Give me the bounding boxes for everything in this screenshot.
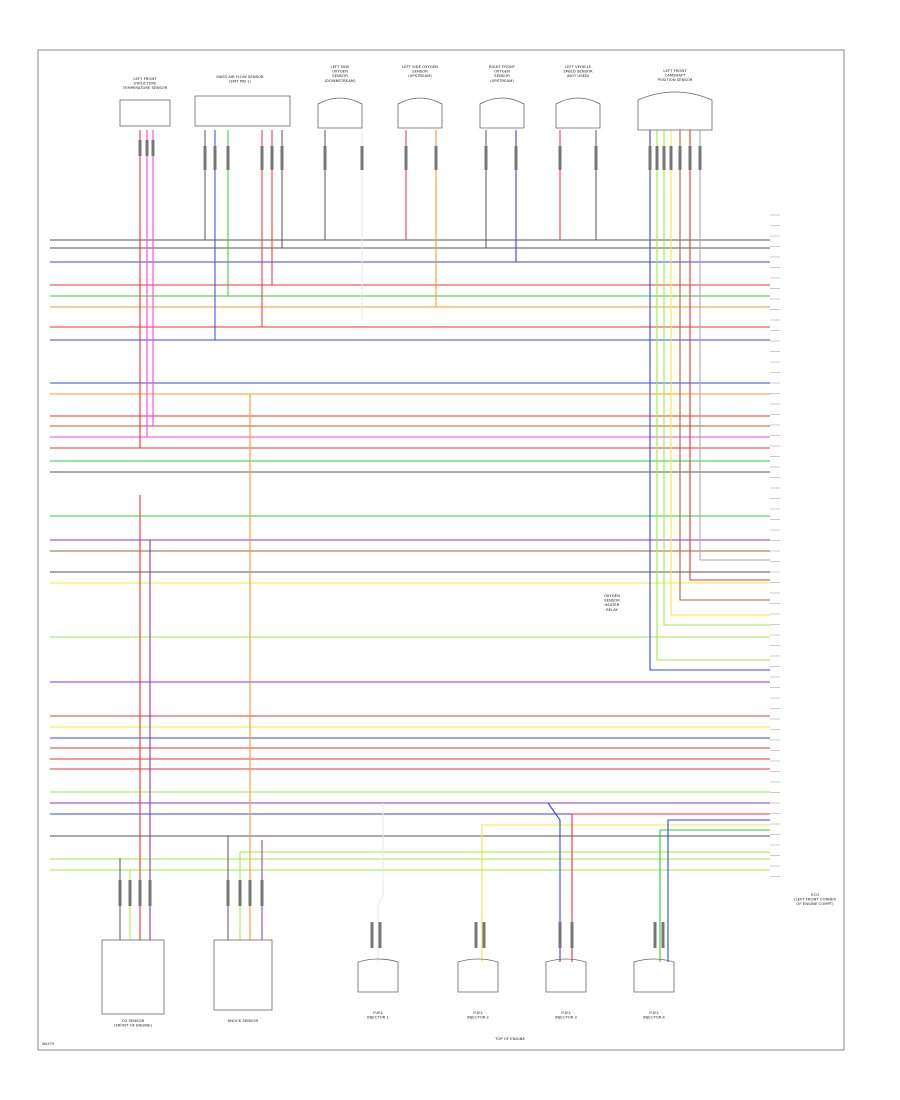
connector-pin	[248, 880, 252, 906]
wire	[239, 851, 770, 940]
connector-pin	[280, 146, 284, 170]
wire	[689, 130, 770, 581]
bottom-component-1-label: O2 SENSOR(FRONT OF ENGINE)	[114, 1018, 153, 1028]
connector-pin	[678, 146, 682, 170]
wire	[595, 130, 770, 241]
wire	[663, 130, 770, 626]
connector-pin	[514, 146, 518, 170]
connector-pin	[648, 146, 652, 170]
connector-pin	[661, 922, 665, 948]
connector-pin	[260, 146, 264, 170]
connector-pin	[360, 146, 364, 170]
wire	[139, 130, 770, 449]
bottom-component-1: O2 SENSOR(FRONT OF ENGINE)	[101, 939, 165, 1028]
connector-pin	[378, 922, 382, 948]
wire	[146, 130, 770, 438]
page-code: WA57H	[42, 1042, 55, 1046]
connector-pin	[260, 880, 264, 906]
connector-pin	[138, 140, 142, 156]
connector-pins	[118, 140, 702, 948]
connector-pin	[484, 146, 488, 170]
diagram-frame	[37, 49, 845, 1051]
connector-pin	[653, 922, 657, 948]
connector-pin	[669, 146, 673, 170]
connector-pin	[655, 146, 659, 170]
wire-harness	[50, 130, 780, 962]
connector-pin	[370, 922, 374, 948]
bottom-component-2: KNOCK SENSOR	[213, 939, 273, 1023]
connector-pin	[226, 880, 230, 906]
connector-pin	[594, 146, 598, 170]
top-component-2: MASS AIR FLOW SENSOR(EMT PIN 1)	[194, 74, 291, 127]
wire	[659, 829, 770, 962]
connector-pin	[213, 146, 217, 170]
connector-pin	[698, 146, 702, 170]
wire	[261, 130, 770, 328]
connector-pin	[148, 880, 152, 906]
wire	[571, 813, 770, 962]
top-component-2-label: MASS AIR FLOW SENSOR(EMT PIN 1)	[216, 74, 264, 84]
wire	[656, 130, 770, 661]
connector-pin	[270, 146, 274, 170]
wire	[271, 130, 770, 286]
wire	[679, 130, 770, 601]
connector-pin	[474, 922, 478, 948]
connector-pin	[482, 922, 486, 948]
wire	[377, 803, 384, 962]
wire	[481, 824, 770, 962]
connector-pin	[138, 880, 142, 906]
connector-pin	[128, 880, 132, 906]
connector-pin	[226, 146, 230, 170]
connector-pin	[404, 146, 408, 170]
connector-pin	[238, 880, 242, 906]
wire	[667, 819, 770, 962]
bottom-center-caption: TOP OF ENGINE	[494, 1036, 525, 1041]
wire	[699, 130, 770, 561]
wire	[435, 130, 770, 308]
wire	[649, 130, 770, 671]
wire	[670, 130, 770, 616]
connector-pin	[558, 922, 562, 948]
connector-pin	[662, 146, 666, 170]
connector-pin	[688, 146, 692, 170]
wire	[214, 130, 770, 341]
connector-pin	[151, 140, 155, 156]
connector-pin	[434, 146, 438, 170]
wire	[515, 130, 770, 263]
wire	[129, 869, 770, 940]
connector-pin	[323, 146, 327, 170]
connector-pin	[570, 922, 574, 948]
connector-pin	[118, 880, 122, 906]
bottom-component-2-label: KNOCK SENSOR	[228, 1018, 259, 1023]
connector-pin	[203, 146, 207, 170]
connector-pin	[145, 140, 149, 156]
wire	[227, 130, 770, 297]
wire	[547, 802, 561, 962]
connector-pin	[558, 146, 562, 170]
